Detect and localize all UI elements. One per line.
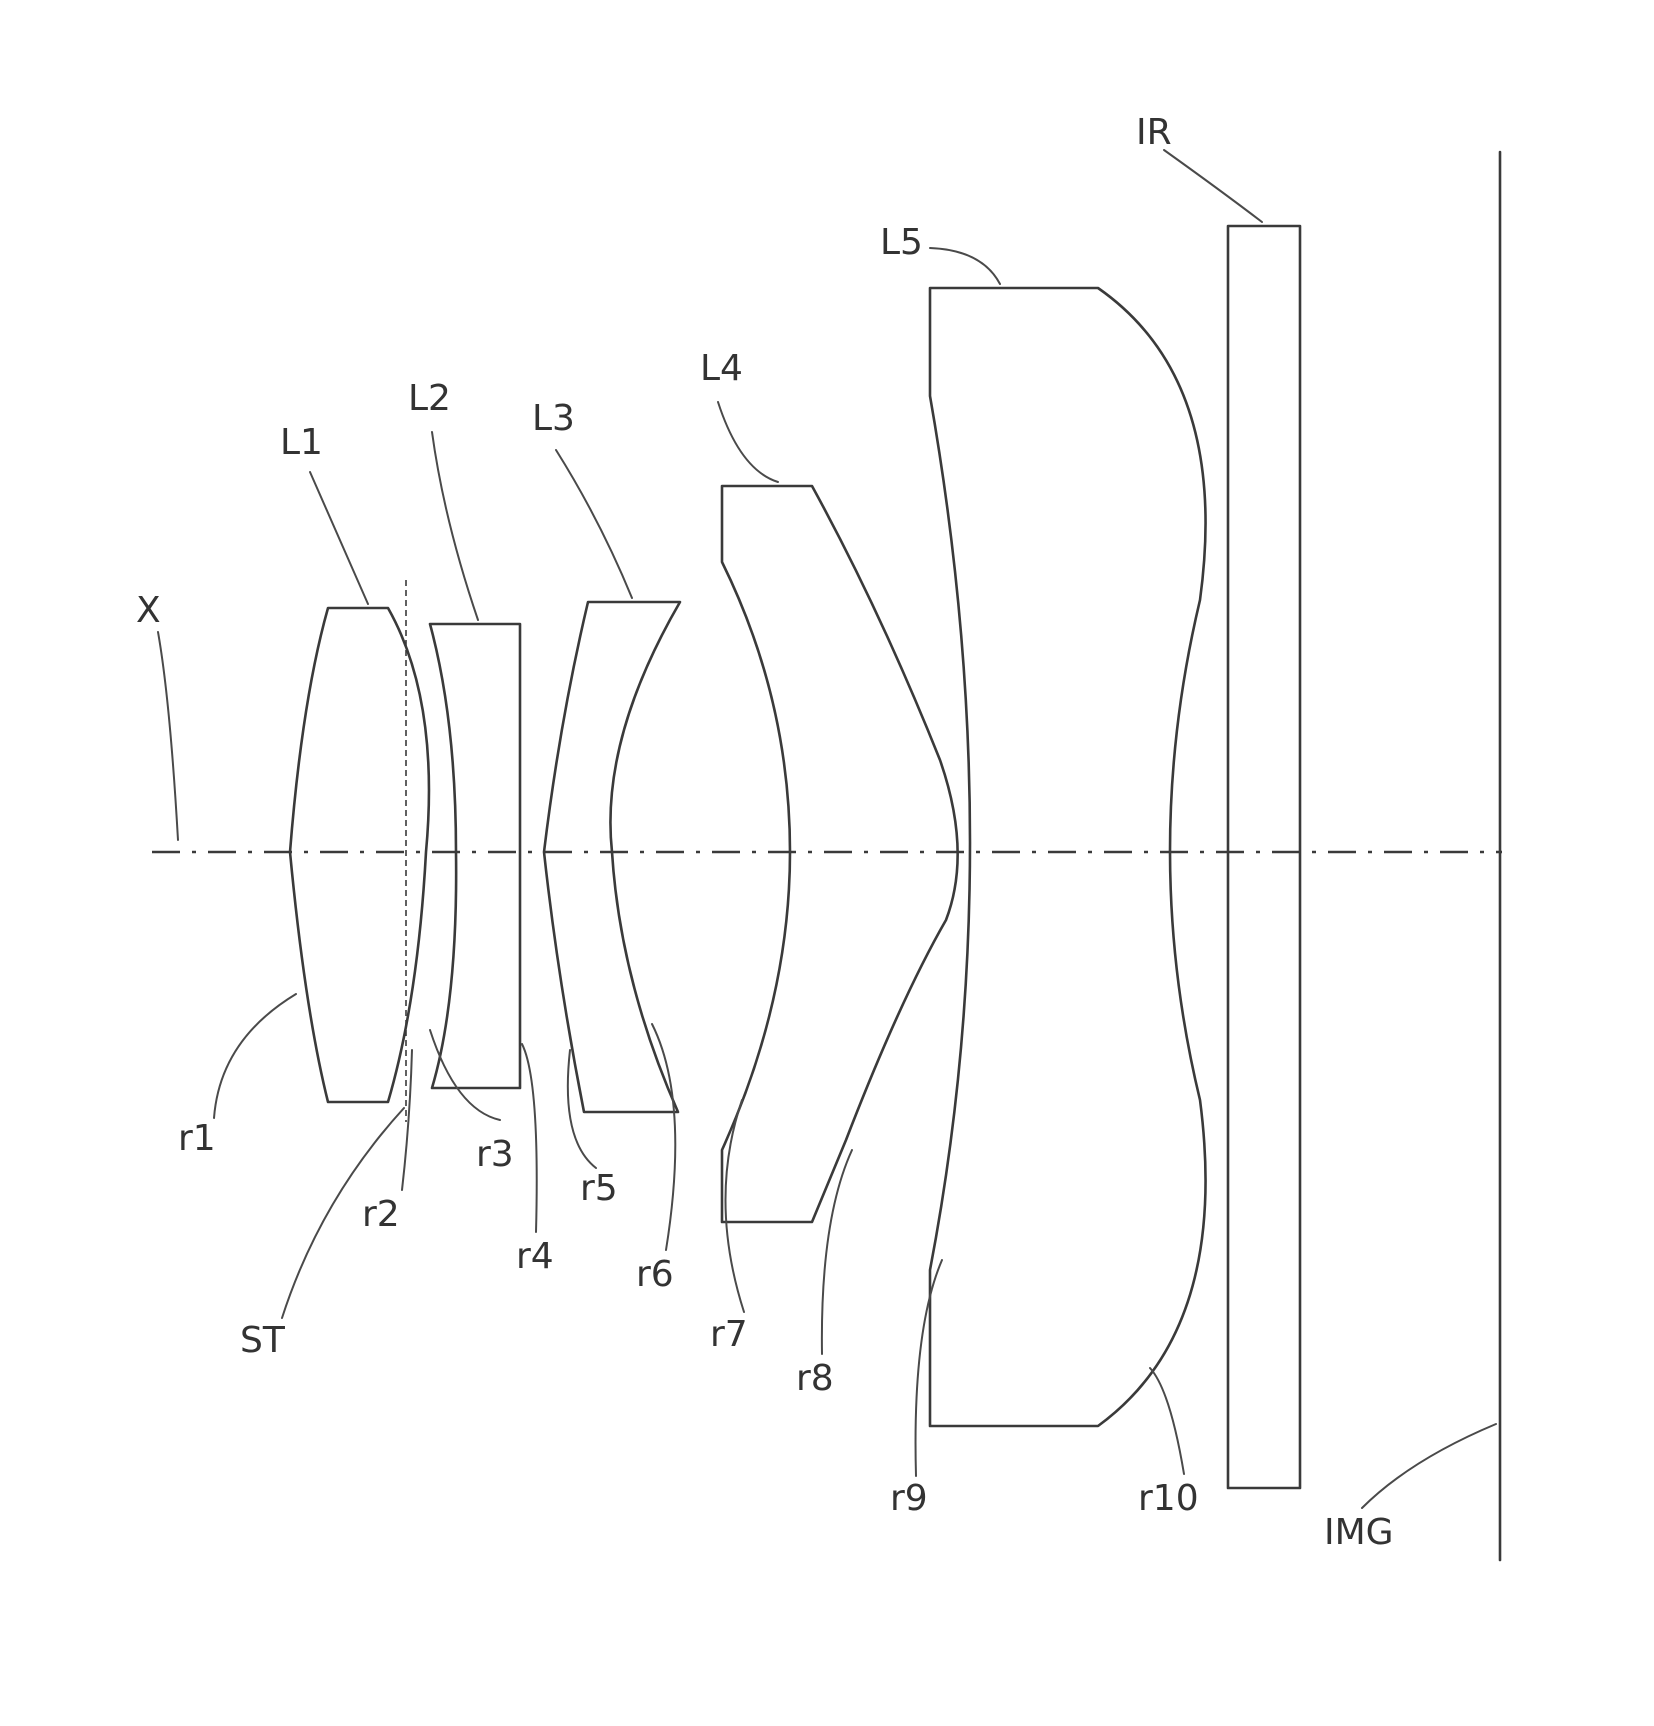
leader-r2	[402, 1050, 412, 1190]
ir-filter	[1228, 226, 1300, 1488]
lens-l3	[544, 602, 680, 1112]
leader-r5	[568, 1050, 596, 1168]
leader-r4	[522, 1044, 537, 1232]
leader-x	[158, 632, 178, 840]
label-st: ST	[240, 1320, 286, 1361]
leader-ir	[1164, 150, 1262, 222]
lens-l4	[722, 486, 958, 1222]
label-r10: r10	[1138, 1478, 1199, 1519]
leader-l3	[556, 450, 632, 598]
label-l5: L5	[880, 222, 923, 263]
lens-l5	[930, 288, 1206, 1426]
leader-r1	[214, 994, 296, 1118]
leader-l2	[432, 432, 478, 620]
leader-l5	[930, 248, 1000, 284]
leader-r3	[430, 1030, 500, 1120]
label-r8: r8	[796, 1358, 834, 1399]
label-img: IMG	[1324, 1512, 1394, 1553]
label-r4: r4	[516, 1236, 554, 1277]
label-r9: r9	[890, 1478, 928, 1519]
label-r3: r3	[476, 1134, 514, 1175]
label-ir: IR	[1136, 112, 1172, 153]
label-l3: L3	[532, 398, 575, 439]
label-l1: L1	[280, 422, 323, 463]
leader-r10	[1150, 1368, 1184, 1474]
leader-r7	[725, 1100, 744, 1312]
label-r1: r1	[178, 1118, 216, 1159]
lens-l2	[430, 624, 520, 1088]
leader-l4	[718, 402, 778, 482]
leader-r8	[822, 1150, 852, 1354]
label-r7: r7	[710, 1314, 748, 1355]
label-r5: r5	[580, 1168, 618, 1209]
label-r6: r6	[636, 1254, 674, 1295]
lens-l1	[290, 608, 429, 1102]
leader-img	[1362, 1424, 1496, 1508]
label-l2: L2	[408, 378, 451, 419]
leader-l1	[310, 472, 368, 604]
label-l4: L4	[700, 348, 743, 389]
label-r2: r2	[362, 1194, 400, 1235]
label-axis: X	[136, 590, 161, 631]
